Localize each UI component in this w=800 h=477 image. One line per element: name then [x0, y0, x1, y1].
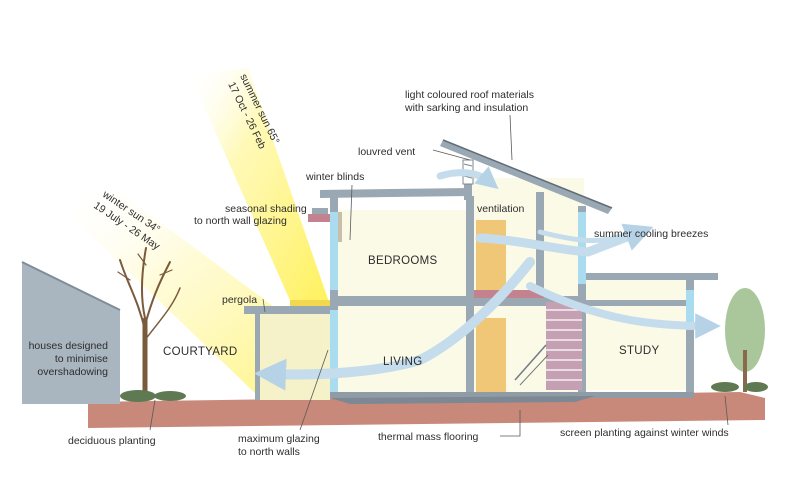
max-glazing-label-line2: to north walls	[238, 446, 300, 458]
stairs	[514, 302, 582, 390]
courtyard-label: COURTYARD	[163, 346, 237, 358]
door-upper	[476, 220, 506, 290]
pergola-label: pergola	[222, 294, 257, 306]
thermal-mass-label: thermal mass flooring	[378, 431, 479, 443]
north-glazing-upper	[330, 212, 338, 290]
thermal-mass-slab	[330, 392, 694, 398]
ventilation-label: ventilation	[477, 203, 524, 215]
door-lower	[476, 318, 506, 392]
living-space	[336, 306, 582, 394]
bedrooms-space	[336, 210, 472, 298]
winter-blinds-label: winter blinds	[305, 171, 364, 183]
courtyard-wall	[258, 312, 330, 400]
seasonal-shading-label-2: to north wall glazing	[194, 215, 287, 227]
winter-blinds	[338, 212, 342, 242]
north-glazing-lower	[330, 310, 338, 392]
study-label: STUDY	[619, 345, 660, 357]
screen-planting-tree	[725, 288, 765, 392]
bedrooms-label: BEDROOMS	[368, 255, 438, 267]
low-planting	[120, 382, 768, 402]
deciduous-label: deciduous planting	[68, 435, 156, 447]
houses-label-line1: houses designed	[29, 340, 109, 352]
louvred-vent-label: louvred vent	[358, 146, 415, 158]
pergola	[244, 306, 332, 314]
main-roof	[320, 188, 470, 198]
study-roof	[582, 273, 718, 280]
neighbouring-house	[22, 262, 120, 404]
ground	[88, 392, 765, 428]
summer-sun-rays	[190, 68, 330, 305]
houses-label-line3: overshadowing	[37, 366, 108, 378]
airflow-arrows	[254, 166, 721, 391]
deciduous-tree	[117, 247, 181, 401]
max-glazing-label-line1: maximum glazing	[238, 433, 320, 445]
living-label: LIVING	[383, 356, 423, 368]
roof-label-line2: with sarking and insulation	[404, 102, 528, 114]
study-space	[586, 280, 688, 390]
skillion-roof	[440, 140, 612, 214]
seasonal-shading-label: seasonal shading	[225, 203, 307, 215]
summer-breezes-label: summer cooling breezes	[594, 228, 708, 240]
first-floor-slab	[330, 296, 586, 306]
houses-label-line2: to minimise	[55, 353, 108, 365]
roof-label-line1: light coloured roof materials	[405, 89, 534, 101]
seasonal-shading	[290, 300, 330, 306]
screen-planting-label: screen planting against winter winds	[560, 427, 729, 439]
